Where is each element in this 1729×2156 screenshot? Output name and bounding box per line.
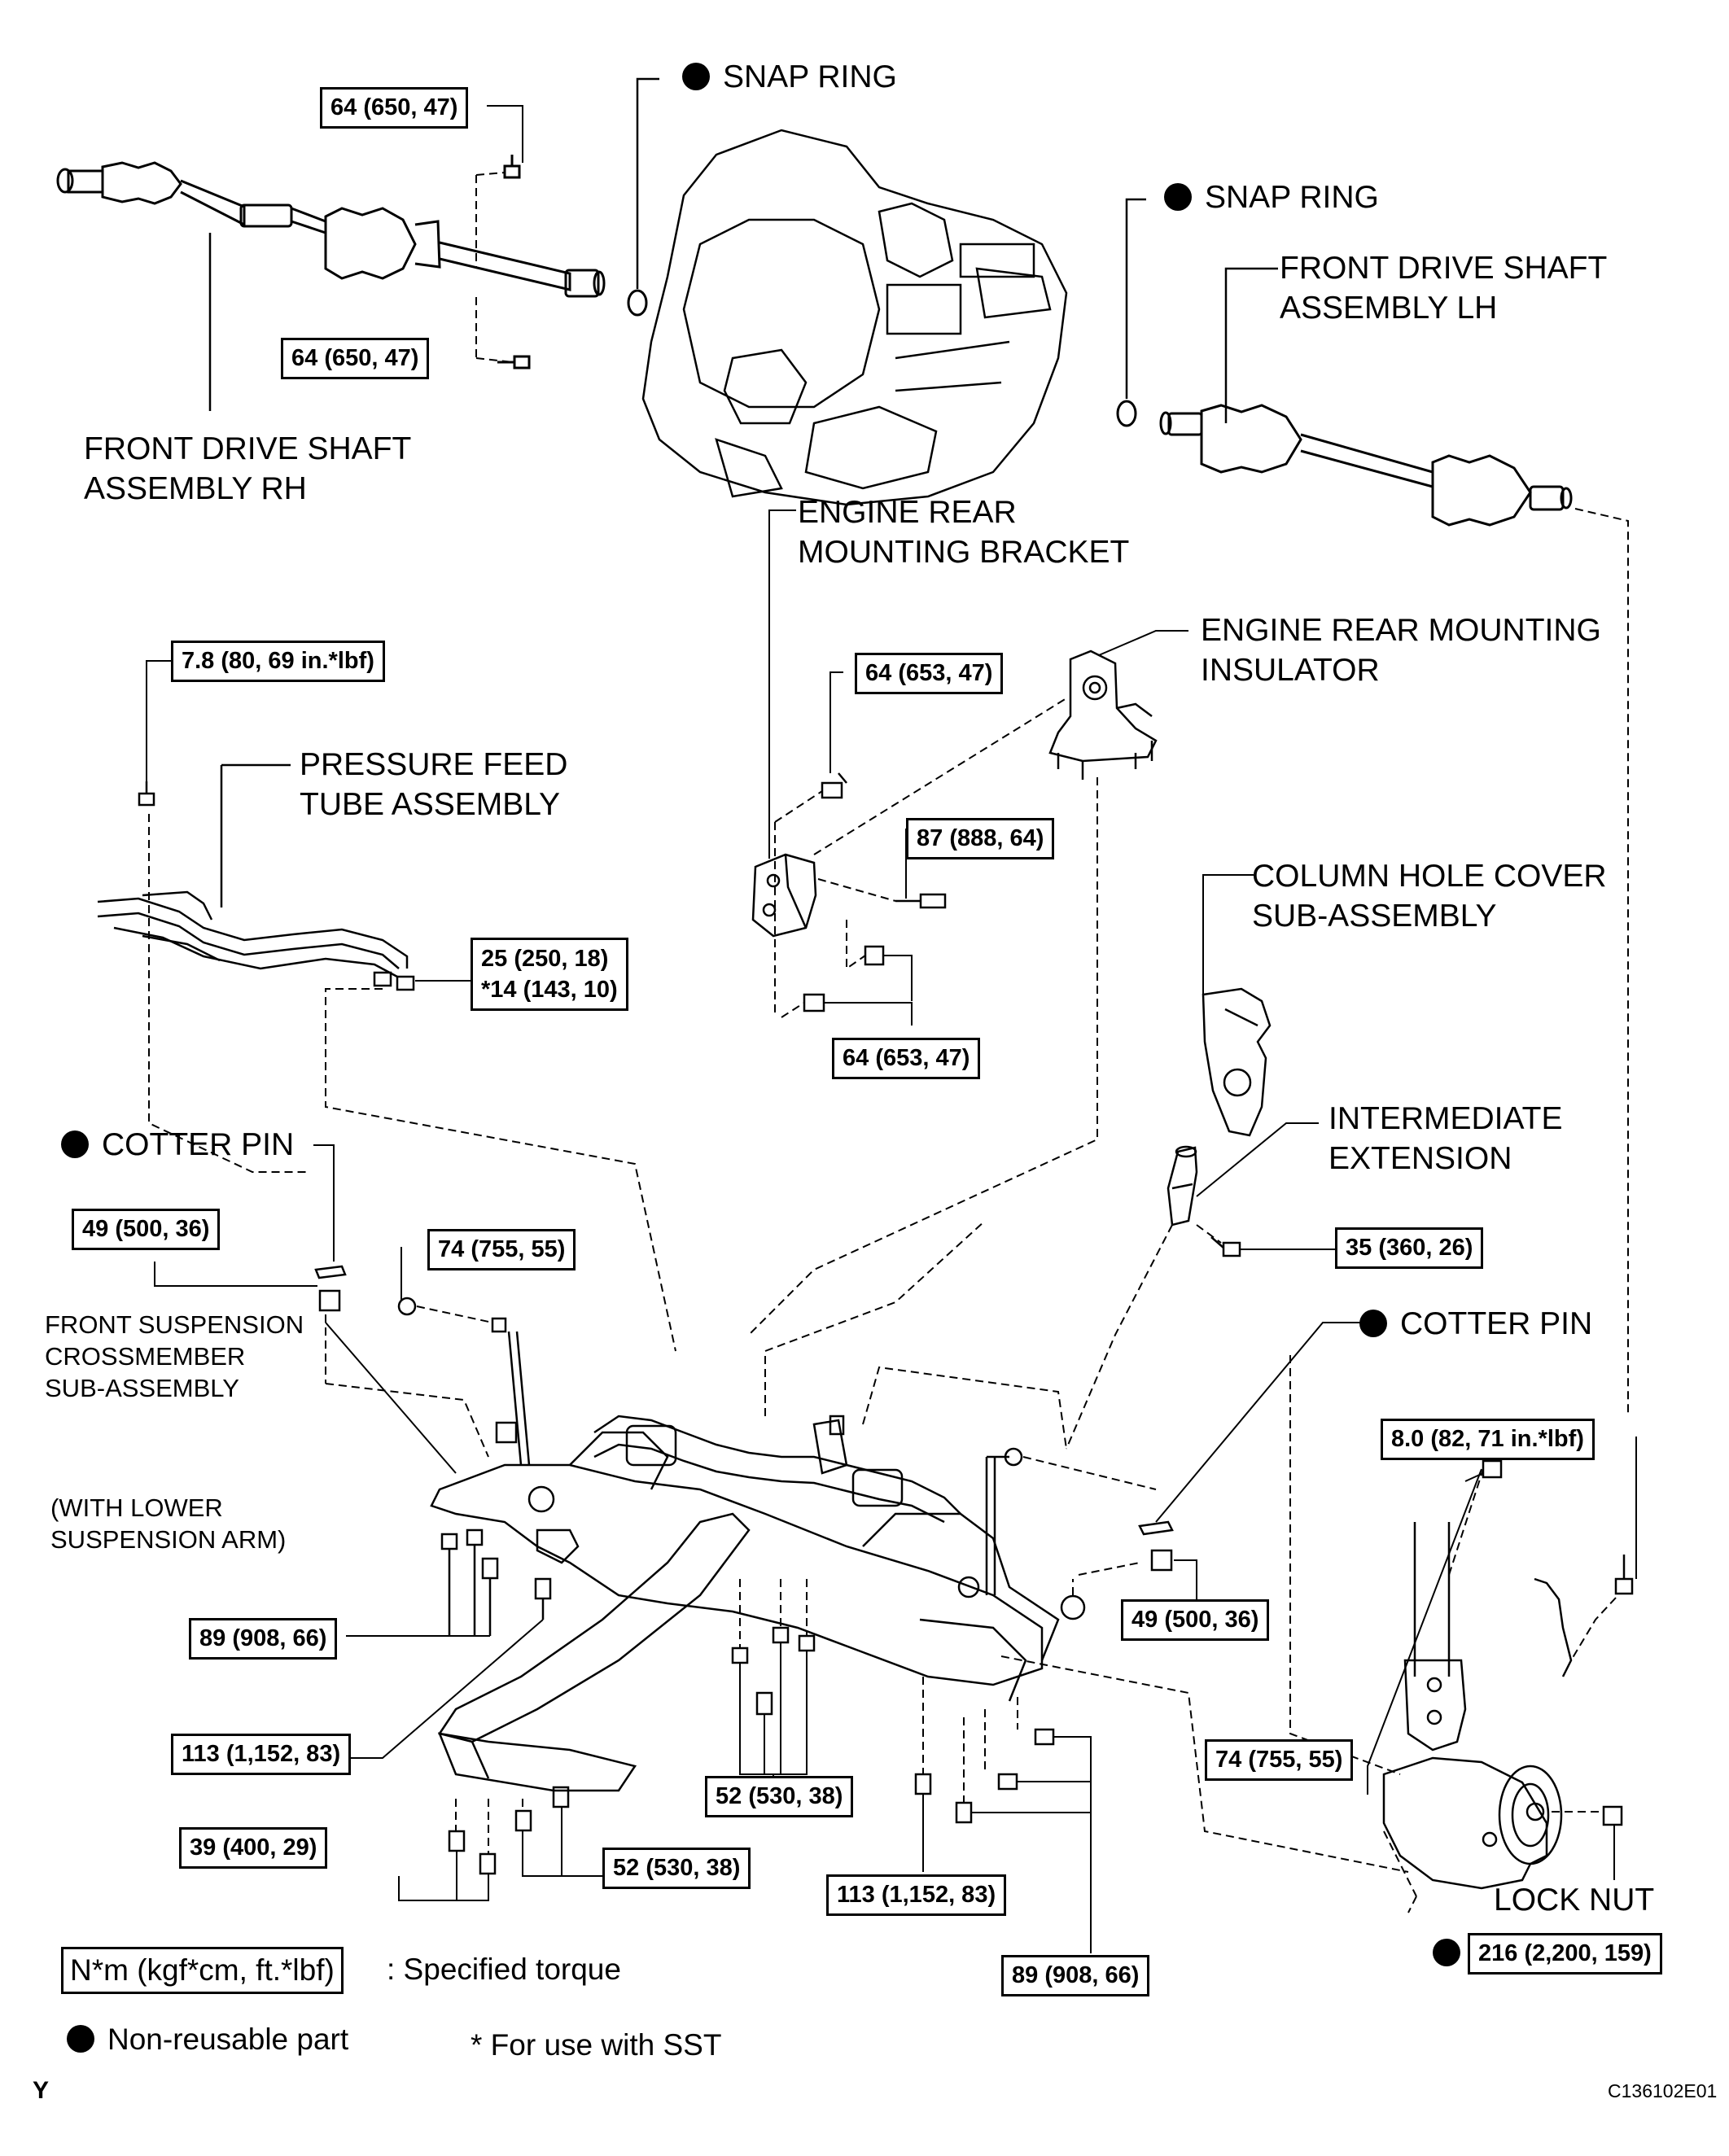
torque-spec-box: 74 (755, 55) xyxy=(427,1229,576,1270)
non-reusable-dot-icon xyxy=(61,1130,89,1158)
front-suspension-crossmember-label: FRONT SUSPENSION CROSSMEMBER SUB-ASSEMBL… xyxy=(45,1310,304,1402)
engine-rear-mounting-bracket-part xyxy=(751,509,1067,1026)
bolt-upper-rh xyxy=(475,105,523,269)
torque-spec-box: 39 (400, 29) xyxy=(179,1827,328,1869)
torque-spec-box: 49 (500, 36) xyxy=(72,1209,221,1250)
non-reusable-dot-icon xyxy=(682,63,710,90)
snap-ring-1-part xyxy=(627,77,659,317)
non-reusable-dot-icon xyxy=(67,2025,94,2053)
cotter-pin-label-2: COTTER PIN xyxy=(1359,1304,1592,1344)
torque-spec-box: 35 (360, 26) xyxy=(1335,1227,1484,1269)
engine-rear-mounting-insulator-label: ENGINE REAR MOUNTING INSULATOR xyxy=(1201,613,1601,688)
torque-spec-box: 64 (653, 47) xyxy=(832,1038,981,1079)
torque-spec-box: 49 (500, 36) xyxy=(1121,1599,1270,1641)
torque-spec-box: 113 (1,152, 83) xyxy=(171,1734,352,1775)
torque-spec-box: 89 (908, 66) xyxy=(189,1618,338,1660)
torque-spec-box: 87 (888, 64) xyxy=(906,818,1055,859)
corner-mark: Y xyxy=(33,2077,50,2104)
torque-spec-box: 25 (250, 18) *14 (143, 10) xyxy=(471,938,628,1011)
front-drive-shaft-lh xyxy=(1159,267,1629,1416)
torque-spec-box: 64 (653, 47) xyxy=(855,653,1004,694)
engine-rear-mounting-bracket-label: ENGINE REAR MOUNTING BRACKET xyxy=(798,495,1130,570)
steering-knuckle-assembly xyxy=(1289,1355,1637,1913)
transaxle-body xyxy=(641,129,1068,506)
intermediate-extension-label: INTERMEDIATE EXTENSION xyxy=(1328,1101,1563,1176)
snap-ring-2-part xyxy=(1116,198,1146,427)
torque-spec-box: 52 (530, 38) xyxy=(705,1776,854,1817)
snap-ring-label-2: SNAP RING xyxy=(1164,177,1379,217)
pressure-feed-tube xyxy=(97,660,676,1352)
torque-spec-box: 113 (1,152, 83) xyxy=(826,1874,1007,1916)
column-hole-cover-part xyxy=(1202,874,1272,1137)
legend-sst-note: * For use with SST xyxy=(471,2028,722,2062)
lock-nut-torque xyxy=(1433,1939,1465,1967)
legend-non-reusable: Non-reusable part xyxy=(67,2021,348,2058)
lock-nut-label: LOCK NUT xyxy=(1494,1883,1655,1918)
torque-spec-box: 64 (650, 47) xyxy=(320,87,469,129)
torque-spec-box: 89 (908, 66) xyxy=(1001,1955,1150,1996)
legend-unit-box: N*m (kgf*cm, ft.*lbf) xyxy=(61,1947,344,1994)
front-drive-shaft-rh-label: FRONT DRIVE SHAFT ASSEMBLY RH xyxy=(84,431,412,506)
torque-spec-box: 216 (2,200, 159) xyxy=(1468,1933,1662,1975)
torque-spec-box: 8.0 (82, 71 in.*lbf) xyxy=(1381,1419,1595,1460)
torque-spec-box: 7.8 (80, 69 in.*lbf) xyxy=(171,641,385,682)
torque-spec-box: 52 (530, 38) xyxy=(602,1848,751,1889)
non-reusable-dot-icon xyxy=(1433,1939,1460,1966)
intermediate-extension-part xyxy=(1066,1122,1335,1450)
front-drive-shaft-rh xyxy=(56,161,606,411)
legend-specified-torque: : Specified torque xyxy=(387,1953,621,1986)
non-reusable-dot-icon xyxy=(1164,183,1192,211)
figure-code: C136102E01 xyxy=(1608,2080,1718,2101)
crossmember-assembly xyxy=(154,1144,1409,1953)
with-lower-arm-note: (WITH LOWER SUSPENSION ARM) xyxy=(50,1493,287,1554)
bolt-lower-rh xyxy=(475,297,531,370)
pressure-feed-tube-label: PRESSURE FEED TUBE ASSEMBLY xyxy=(300,747,568,822)
column-hole-cover-label: COLUMN HOLE COVER SUB-ASSEMBLY xyxy=(1252,859,1607,934)
snap-ring-label-1: SNAP RING xyxy=(682,57,897,97)
cotter-pin-label-1: COTTER PIN xyxy=(61,1125,294,1165)
torque-spec-box: 74 (755, 55) xyxy=(1205,1739,1354,1781)
engine-rear-mounting-insulator-part xyxy=(748,630,1188,1336)
non-reusable-dot-icon xyxy=(1359,1310,1387,1337)
front-drive-shaft-lh-label: FRONT DRIVE SHAFT ASSEMBLY LH xyxy=(1280,251,1608,326)
torque-spec-box: 64 (650, 47) xyxy=(281,338,430,379)
